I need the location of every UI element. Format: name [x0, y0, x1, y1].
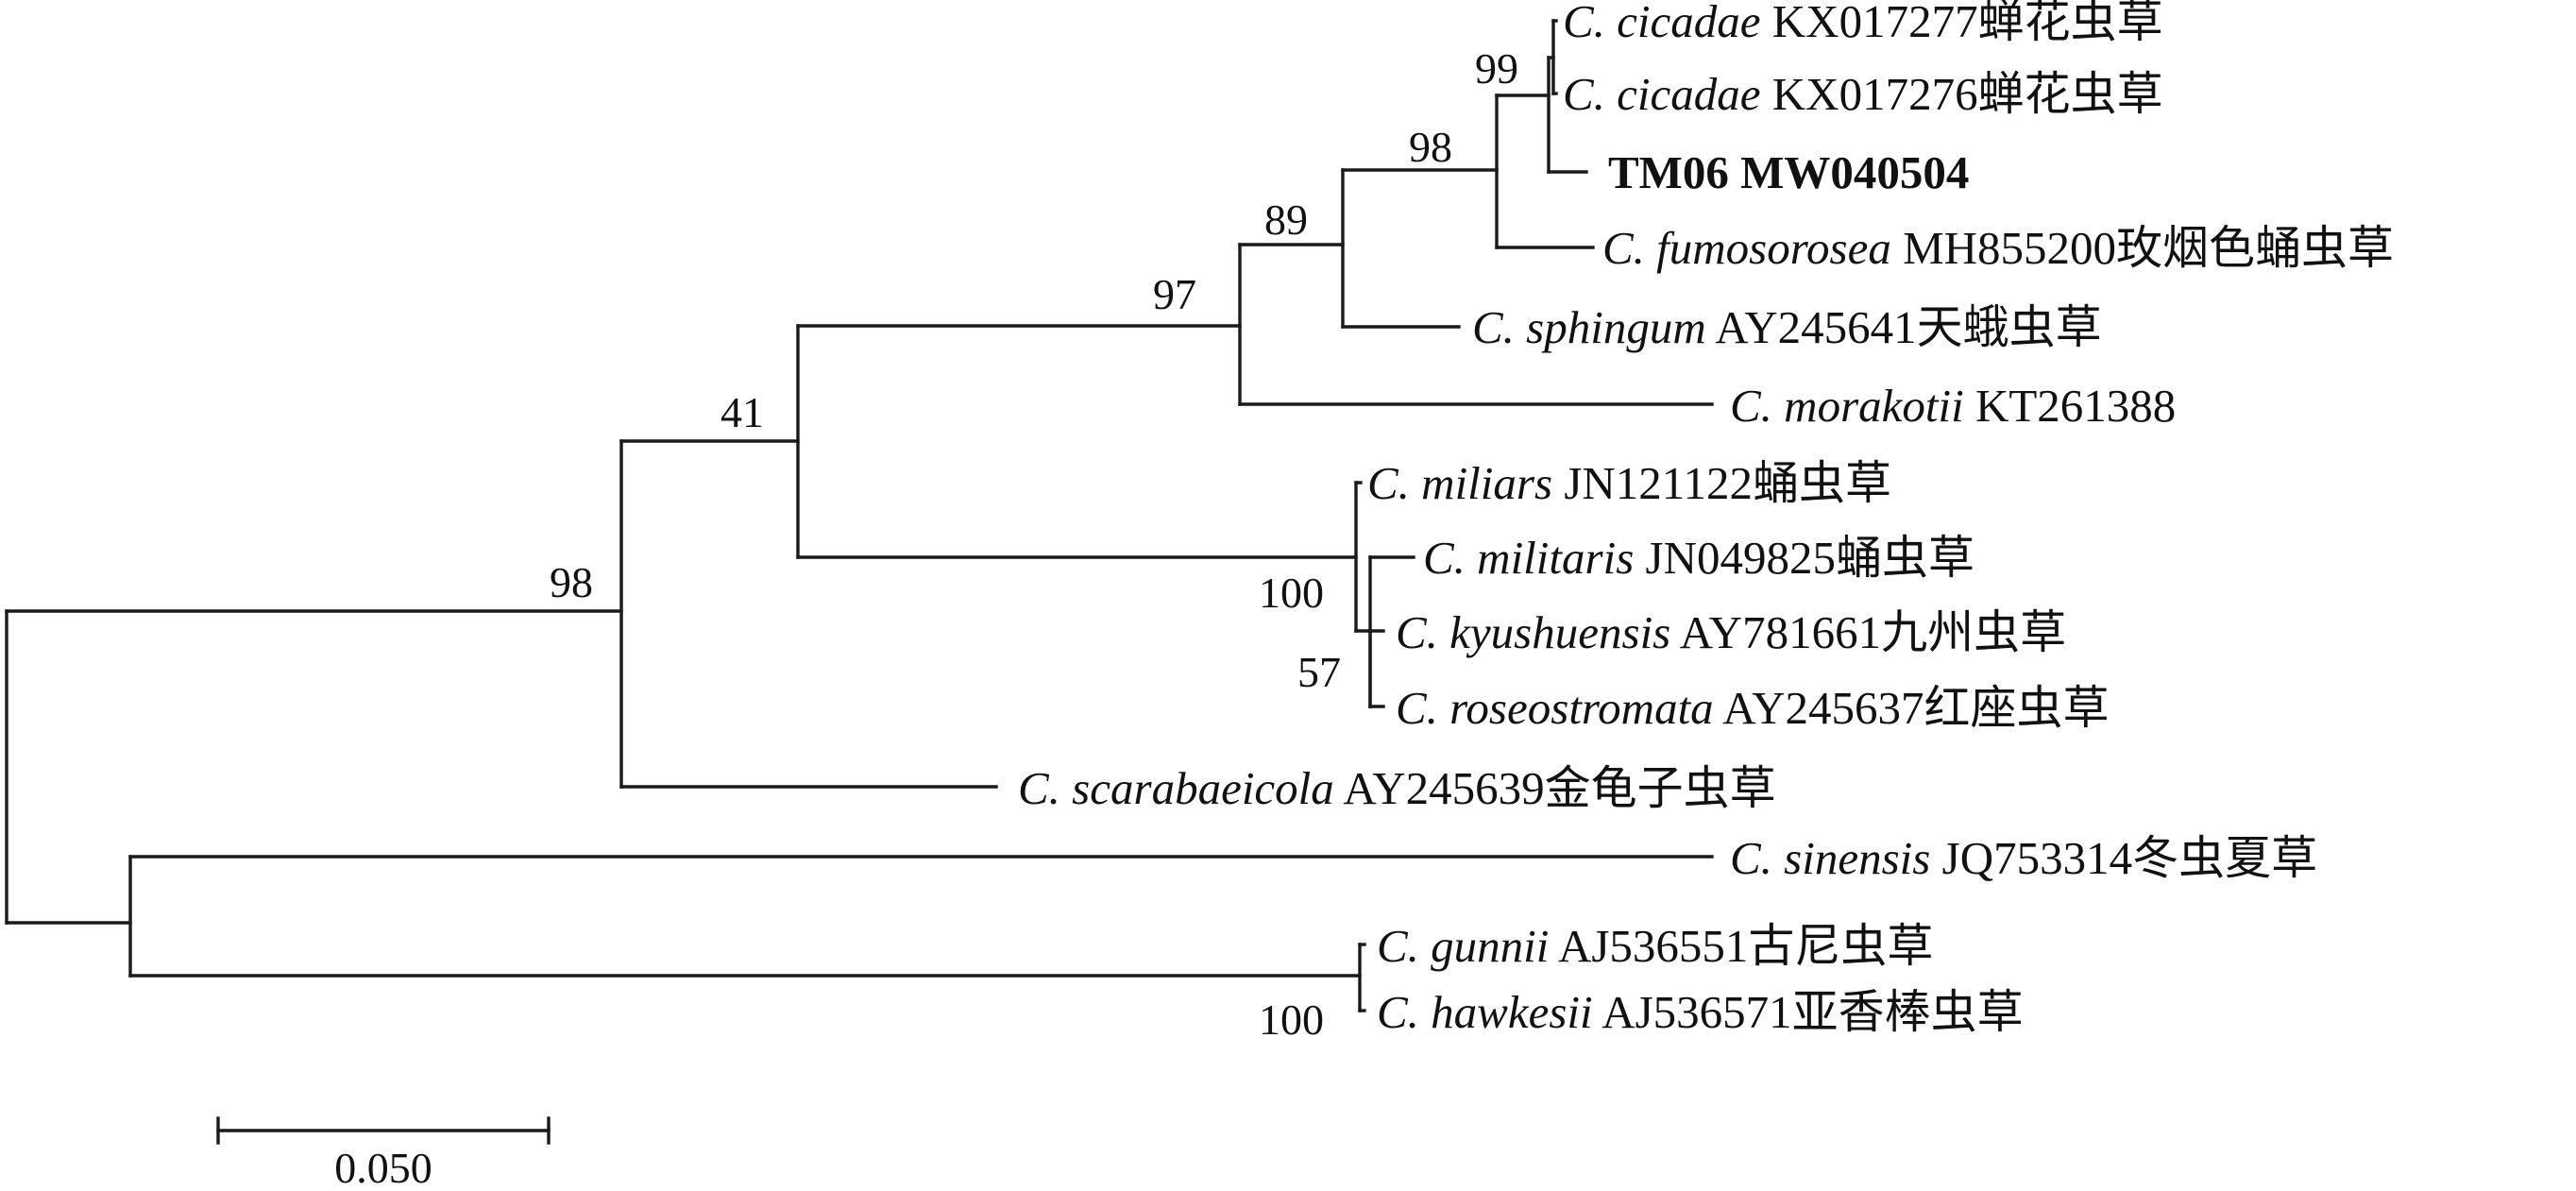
taxon-label-fumosorosea: C. fumosorosea MH855200玫烟色蛹虫草 [1602, 222, 2394, 274]
bootstrap-value: 100 [1259, 569, 1324, 617]
taxon-label-sphingum: C. sphingum AY245641天蛾虫草 [1472, 301, 2102, 353]
taxon-label-hawkesii: C. hawkesii AJ536571亚香棒虫草 [1377, 986, 2024, 1038]
taxon-label-cicadae2: C. cicadae KX017276蝉花虫草 [1563, 68, 2163, 120]
taxon-label-miliars: C. miliars JN121122蛹虫草 [1367, 457, 1891, 509]
scale-bar-label: 0.050 [334, 1144, 432, 1191]
bootstrap-values: 99 98 89 97 41 100 57 98 100 [550, 44, 1518, 1044]
taxon-label-morakotii: C. morakotii KT261388 [1730, 380, 2176, 432]
taxon-label-scarabaeicola: C. scarabaeicola AY245639金龟子虫草 [1018, 762, 1776, 814]
taxon-label-tm06: TM06 MW040504 [1608, 146, 1969, 198]
taxon-label-gunnii: C. gunnii AJ536551古尼虫草 [1377, 920, 1933, 972]
bootstrap-value: 41 [720, 388, 764, 436]
bootstrap-value: 98 [550, 558, 593, 606]
bootstrap-value: 100 [1259, 995, 1324, 1044]
tree-branches [5, 19, 1714, 1012]
bootstrap-value: 89 [1264, 196, 1308, 244]
taxon-label-kyushuensis: C. kyushuensis AY781661九州虫草 [1396, 606, 2066, 658]
taxon-label-cicadae1: C. cicadae KX017277蝉花虫草 [1563, 0, 2163, 47]
bootstrap-value: 97 [1153, 270, 1196, 318]
bootstrap-value: 99 [1475, 44, 1518, 93]
scale-bar: 0.050 [216, 1116, 551, 1191]
taxon-label-sinensis: C. sinensis JQ753314冬虫夏草 [1730, 832, 2317, 884]
taxon-label-roseostromata: C. roseostromata AY245637红座虫草 [1396, 682, 2110, 734]
taxon-label-militaris: C. militaris JN049825蛹虫草 [1423, 532, 1974, 584]
bootstrap-value: 57 [1297, 648, 1341, 696]
bootstrap-value: 98 [1409, 123, 1452, 171]
taxon-labels: C. cicadae KX017277蝉花虫草 C. cicadae KX017… [1018, 0, 2394, 1038]
